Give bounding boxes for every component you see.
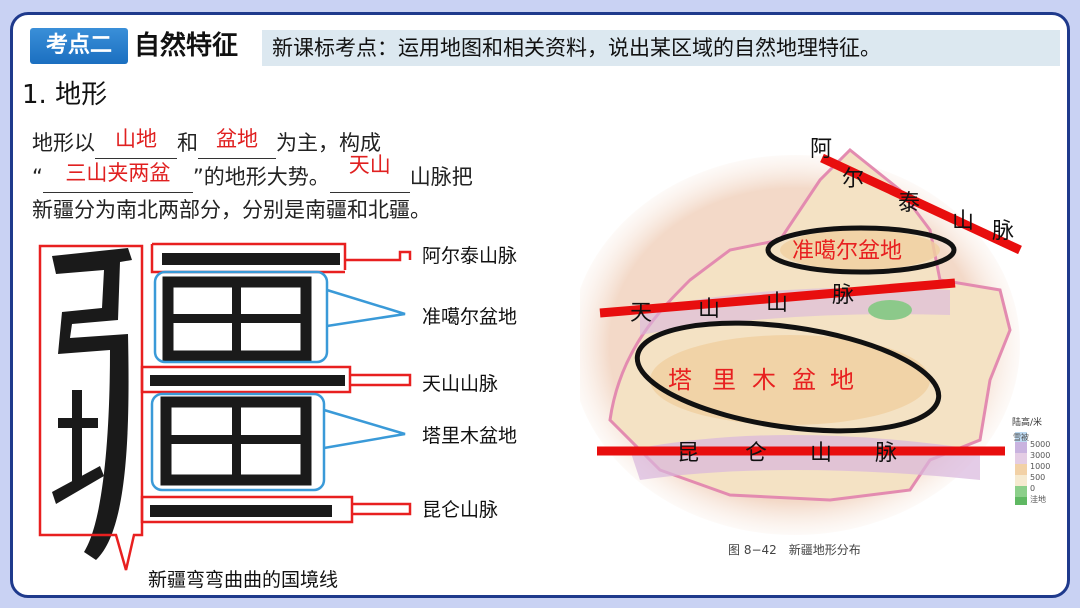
legend-title: 陆高/米 [1012,416,1042,428]
callout-tarim-pointer [323,408,406,450]
curriculum-standard: 新课标考点：运用地图和相关资料，说出某区域的自然地理特征。 [262,30,1060,66]
answer-blank: 山地 [95,127,177,159]
legend-item: 0 [1030,484,1035,493]
label-tianshan: 天山山脉 [422,373,499,395]
tianshan-char: 山 [698,297,720,322]
text: 为主，构成 [276,131,381,155]
tarim-char: 塔 [668,366,692,394]
callout-tarim [150,392,326,492]
tianshan-char: 天 [630,301,652,326]
altai-char: 阿 [810,137,832,162]
label-tarim: 塔里木盆地 [422,425,518,447]
kunlun-char: 脉 [875,441,897,466]
legend-item: 洼地 [1030,494,1046,504]
tianshan-char: 脉 [832,283,854,308]
elevation-legend [1015,432,1027,505]
kunlun-char: 仑 [745,441,767,466]
character-diagram [38,242,412,571]
altai-char: 山 [952,209,974,234]
label-altai: 阿尔泰山脉 [422,245,518,267]
map-caption: 图 8−42 新疆地形分布 [728,542,861,557]
para-line-2: “三山夹两盆”的地形大势。天山山脉把 [32,153,473,193]
callout-border [38,244,144,571]
legend-item: 5000 [1030,440,1050,449]
tarim-char: 里 [712,366,736,394]
legend-item: 雪被 [1013,432,1029,442]
section-heading: 1. 地形 [22,80,108,110]
topic-title: 自然特征 [134,31,239,61]
answer-blank: 三山夹两盆 [42,161,193,193]
junggar-area [780,230,940,270]
para-line-1: 地形以山地和盆地为主，构成 [32,127,381,159]
label-kunlun: 昆仑山脉 [422,499,499,521]
callout-junggar-pointer [326,288,406,328]
tarim-char: 地 [830,366,854,394]
tarim-char: 盆 [792,366,816,394]
topic-badge: 考点二 [30,28,128,64]
altai-char: 尔 [842,167,864,192]
text: “ [32,165,43,189]
kunlun-char: 山 [810,441,832,466]
answer-blank: 盆地 [198,127,276,159]
text: 地形以 [32,131,95,155]
tarim-area [650,335,930,425]
tarim-ellipse [634,320,942,434]
para-line-3: 新疆分为南北两部分，分别是南疆和北疆。 [32,198,431,222]
label-junggar: 准噶尔盆地 [422,306,518,328]
altai-char: 泰 [898,191,920,216]
label-border: 新疆弯弯曲曲的国境线 [148,569,339,591]
altai-char: 脉 [992,219,1014,244]
junggar-label: 准噶尔盆地 [792,239,902,264]
answer-blank: 天山 [329,153,410,193]
tianshan-char: 山 [766,291,788,316]
legend-item: 1000 [1030,462,1050,471]
junggar-ellipse [765,225,957,275]
legend-item: 500 [1030,473,1045,482]
tarim-char: 木 [752,366,776,394]
character-jiang-glyph [52,248,345,560]
legend-item: 3000 [1030,451,1050,460]
turpan-basin [868,300,912,320]
kunlun-area [630,435,980,480]
callout-junggar [153,270,329,364]
tianshan-line [599,278,956,318]
altai-line [820,153,1022,255]
text: 和 [177,131,198,155]
xinjiang-terrain-map: 阿 尔 泰 山 脉 天 山 山 脉 昆 仑 山 脉 准噶尔盆地 塔 里 木 盆 … [580,137,1050,557]
text: 山脉把 [409,165,473,189]
text: ”的地形大势。 [192,165,330,189]
kunlun-char: 昆 [677,441,699,466]
